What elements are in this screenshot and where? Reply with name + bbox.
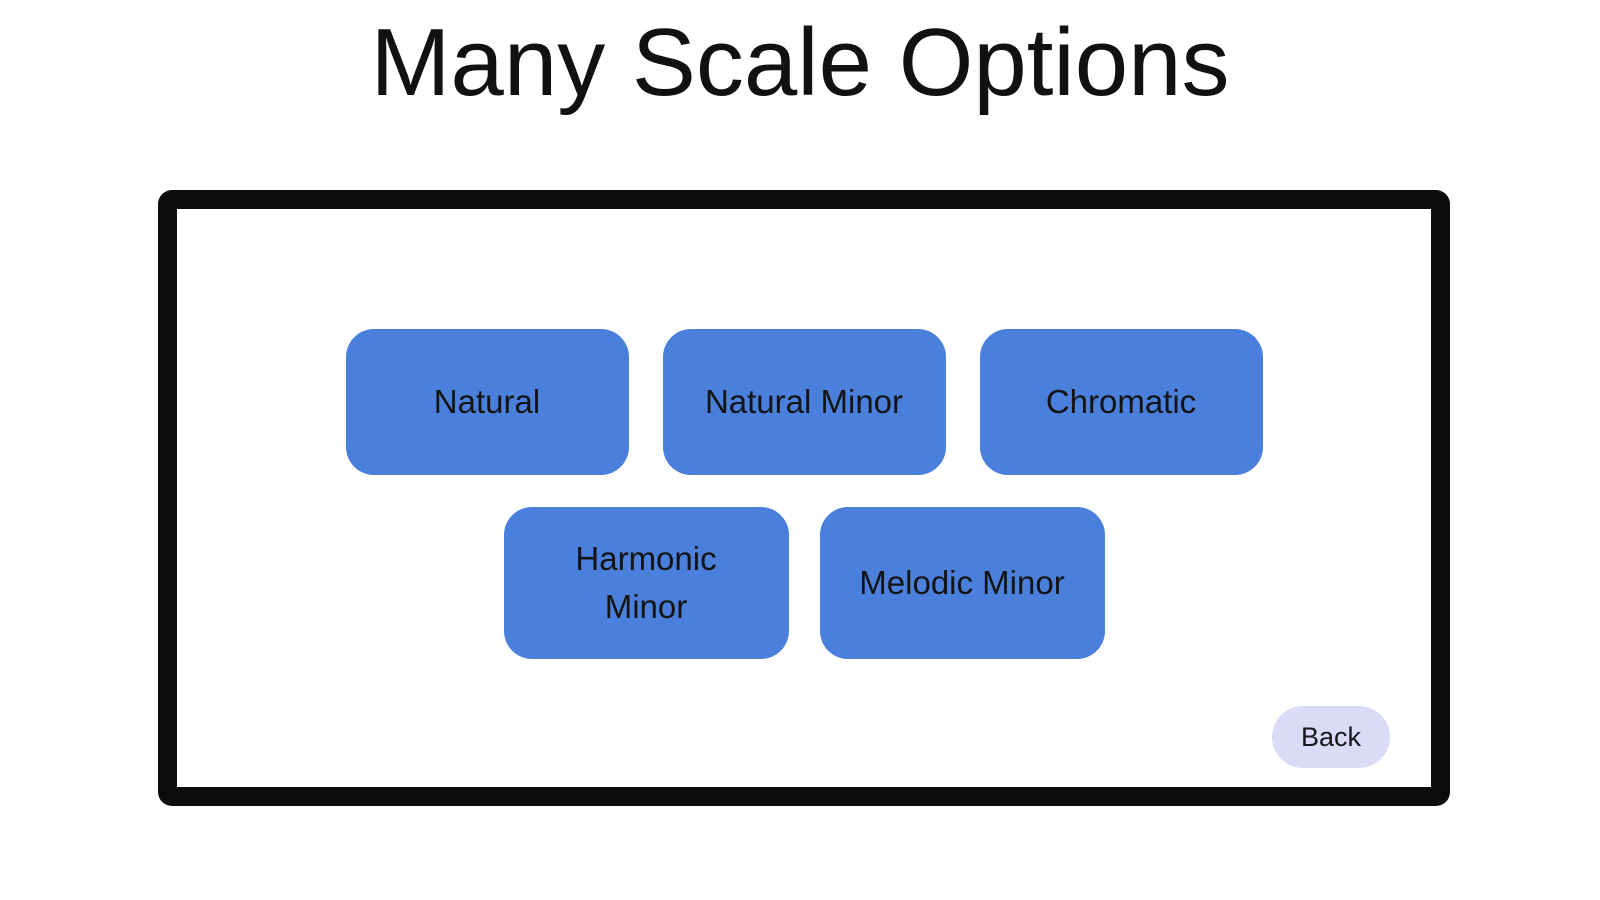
- scale-button-natural[interactable]: Natural: [345, 329, 629, 475]
- scale-button-label: Chromatic: [1045, 383, 1197, 421]
- scale-options-panel: Natural Natural Minor Chromatic Harmonic…: [158, 190, 1450, 806]
- scale-button-label: Natural: [433, 383, 541, 421]
- scale-button-chromatic[interactable]: Chromatic: [979, 329, 1263, 475]
- back-button-label: Back: [1300, 721, 1362, 752]
- scale-button-label: Melodic Minor: [859, 564, 1065, 602]
- page-title: Many Scale Options: [370, 9, 1230, 116]
- scale-button-melodic-minor[interactable]: Melodic Minor: [819, 507, 1105, 659]
- back-button[interactable]: Back: [1272, 706, 1390, 768]
- scale-button-natural-minor[interactable]: Natural Minor: [662, 329, 946, 475]
- scale-buttons-row-2: Harmonic Minor Melodic Minor: [177, 507, 1431, 659]
- scale-buttons-row-1: Natural Natural Minor Chromatic: [177, 329, 1431, 475]
- scale-button-label: Natural Minor: [704, 383, 904, 421]
- scale-button-harmonic-minor[interactable]: Harmonic Minor: [503, 507, 789, 659]
- scale-button-label: Harmonic Minor: [575, 540, 717, 625]
